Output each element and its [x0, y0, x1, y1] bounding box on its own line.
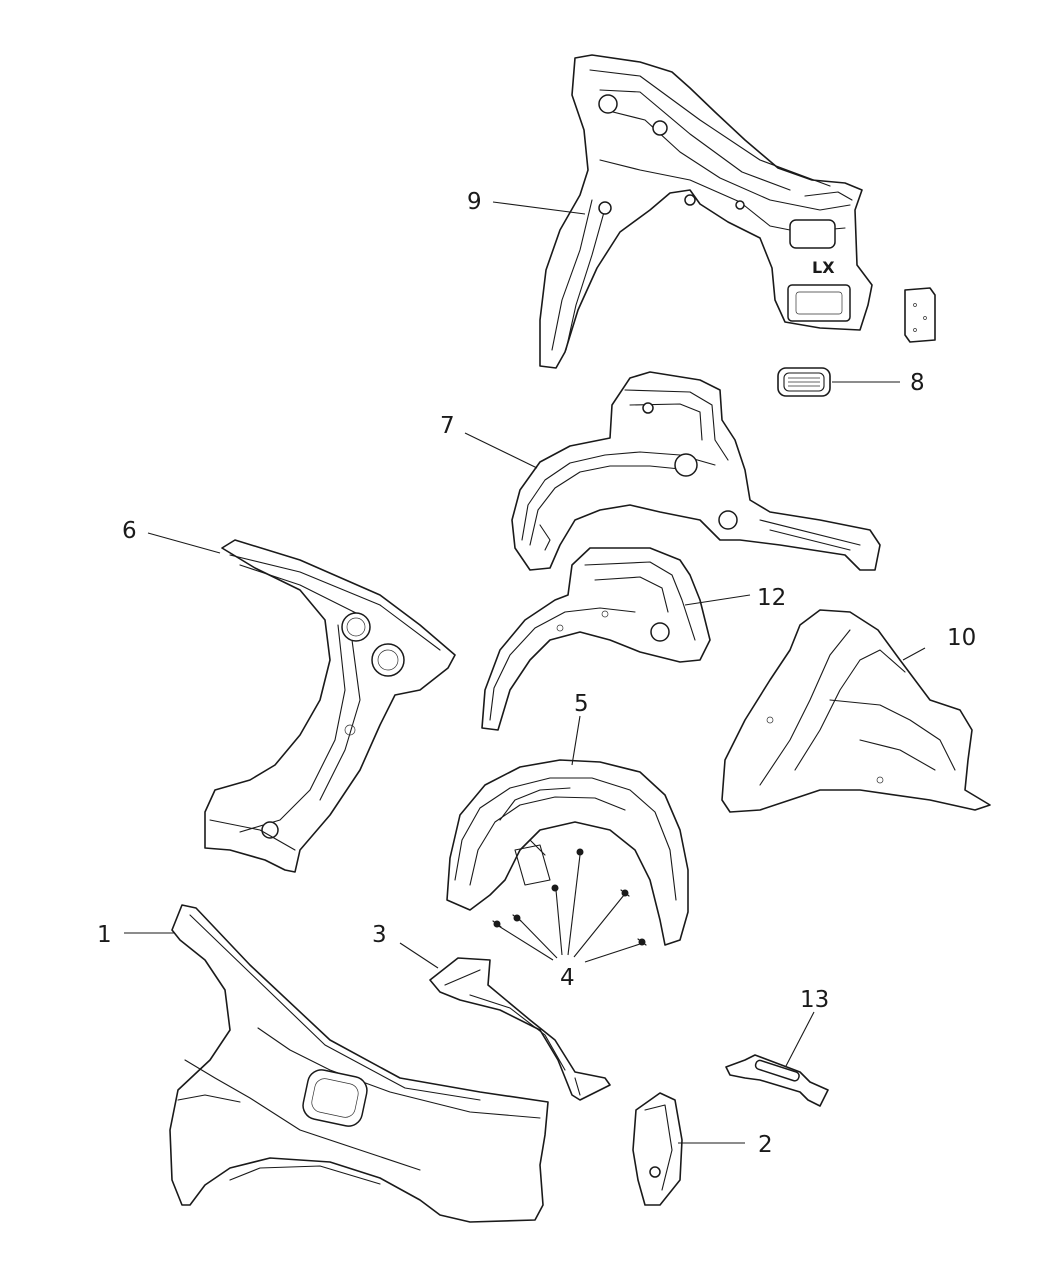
- callout-13: 13: [800, 987, 829, 1013]
- part-12-wheelhouse-outer: [481, 547, 711, 731]
- callout-1: 1: [97, 922, 112, 948]
- callout-3: 3: [372, 922, 387, 948]
- callout-4: 4: [560, 965, 575, 991]
- leader-lines: [124, 201, 926, 1144]
- callout-5: 5: [574, 691, 589, 717]
- callout-8: 8: [910, 370, 925, 396]
- part-3-bracket: [429, 957, 611, 1101]
- part-6-aperture: [204, 539, 456, 873]
- part-5-liner: [446, 759, 689, 946]
- callout-7: 7: [440, 413, 455, 439]
- part-4-fasteners: [492, 848, 647, 946]
- leader-13: [785, 1011, 815, 1067]
- callout-6: 6: [122, 518, 137, 544]
- leader-12: [684, 594, 751, 606]
- callout-12: 12: [757, 585, 786, 611]
- leader-5: [571, 715, 581, 766]
- part-13-strap: [725, 1054, 829, 1107]
- part-9-bracket: [904, 287, 936, 343]
- part-9-marking: LX: [812, 258, 835, 277]
- part-8-plug: [777, 367, 831, 397]
- leader-3: [399, 942, 439, 969]
- callout-labels: 9 8 7 6 12 10 5 1 3 4 13 2: [97, 189, 976, 1158]
- leader-6: [147, 532, 221, 554]
- callout-2: 2: [758, 1132, 773, 1158]
- leader-4: [496, 854, 641, 963]
- part-9-inner-panel: LX: [539, 54, 873, 369]
- leader-10: [902, 647, 926, 661]
- callout-10: 10: [947, 625, 976, 651]
- leader-7: [464, 432, 538, 469]
- part-10-liner: [721, 609, 991, 813]
- part-1-quarter-panel: [169, 904, 549, 1223]
- part-2-bracket: [632, 1092, 683, 1206]
- leader-9: [492, 201, 586, 215]
- part-7-wheelhouse: [511, 371, 881, 571]
- callout-9: 9: [467, 189, 482, 215]
